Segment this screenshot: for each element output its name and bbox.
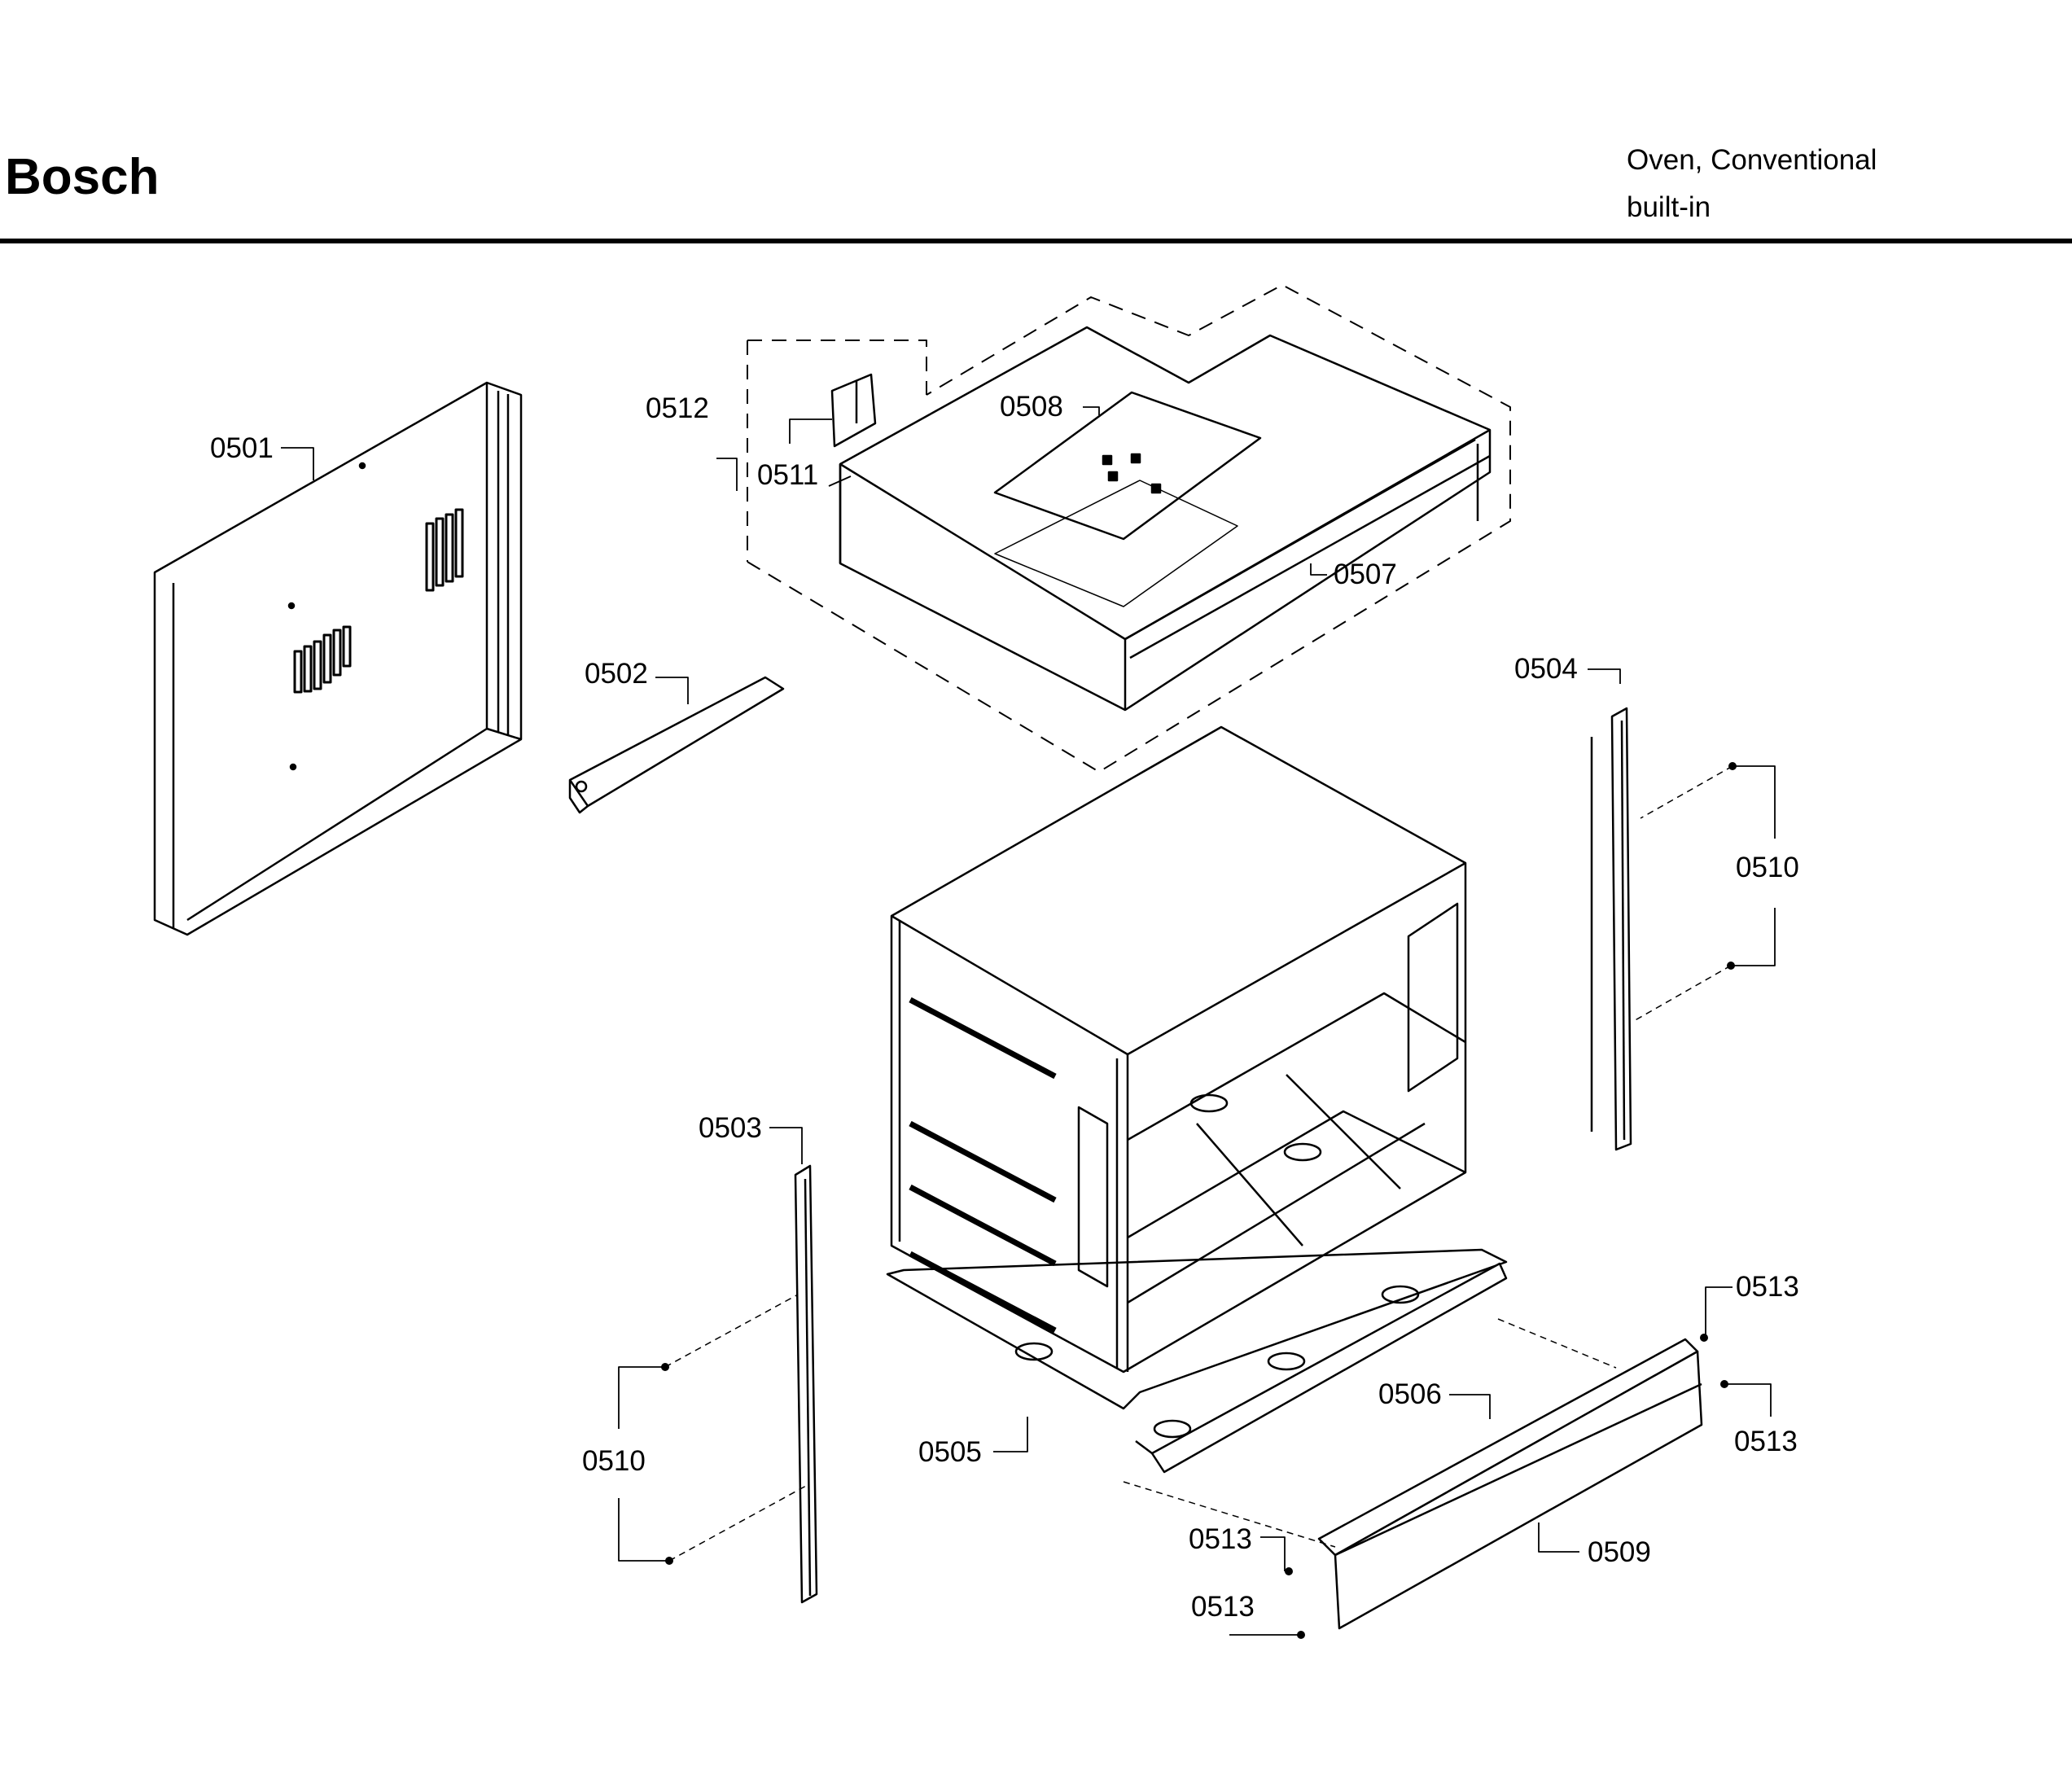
product-type-line-1: Oven, Conventional: [1627, 144, 1877, 176]
label-0505: 0505: [918, 1436, 982, 1468]
label-0513-bottom: 0513: [1191, 1591, 1255, 1623]
label-0510-right: 0510: [1736, 852, 1799, 883]
label-0502: 0502: [585, 658, 648, 690]
product-type: Oven, Conventional built-in: [1627, 137, 1877, 231]
label-0511: 0511: [757, 459, 818, 491]
part-0503-left-rail: [794, 1164, 818, 1604]
projection-lines: [664, 765, 1733, 1562]
label-0508: 0508: [1000, 391, 1063, 423]
product-type-line-2: built-in: [1627, 191, 1711, 223]
label-0513-right: 0513: [1734, 1426, 1798, 1457]
part-0511-small-bracket: [830, 373, 877, 448]
label-0507: 0507: [1334, 559, 1397, 590]
part-labels: 0501 0502 0512 0511 0508 0507 0504 0510 …: [210, 391, 1799, 1623]
part-0504-right-rail: [1590, 707, 1632, 1151]
part-0506-front-rail: [1135, 1262, 1508, 1474]
label-0509: 0509: [1588, 1536, 1651, 1568]
label-0506: 0506: [1378, 1378, 1442, 1410]
label-0510-left: 0510: [582, 1445, 646, 1477]
part-0508-plate: [993, 391, 1262, 607]
header-rule: [0, 239, 2072, 243]
part-0509-lower-trim: [1317, 1338, 1703, 1630]
label-0513-top-right: 0513: [1736, 1271, 1799, 1303]
brand-name: Bosch: [5, 149, 160, 205]
label-0504: 0504: [1514, 653, 1578, 685]
label-0503: 0503: [699, 1112, 762, 1144]
leader-lines: [281, 406, 1776, 1636]
label-0501: 0501: [210, 432, 274, 464]
part-0507-top-cover: [839, 326, 1492, 712]
part-0502-bracket: [568, 676, 785, 814]
top-assembly-outline: [747, 284, 1511, 773]
label-0512: 0512: [646, 392, 709, 424]
part-0505-cavity-frame: [886, 725, 1508, 1439]
part-0501-back-panel: [153, 381, 523, 936]
label-0513-left: 0513: [1189, 1523, 1252, 1555]
